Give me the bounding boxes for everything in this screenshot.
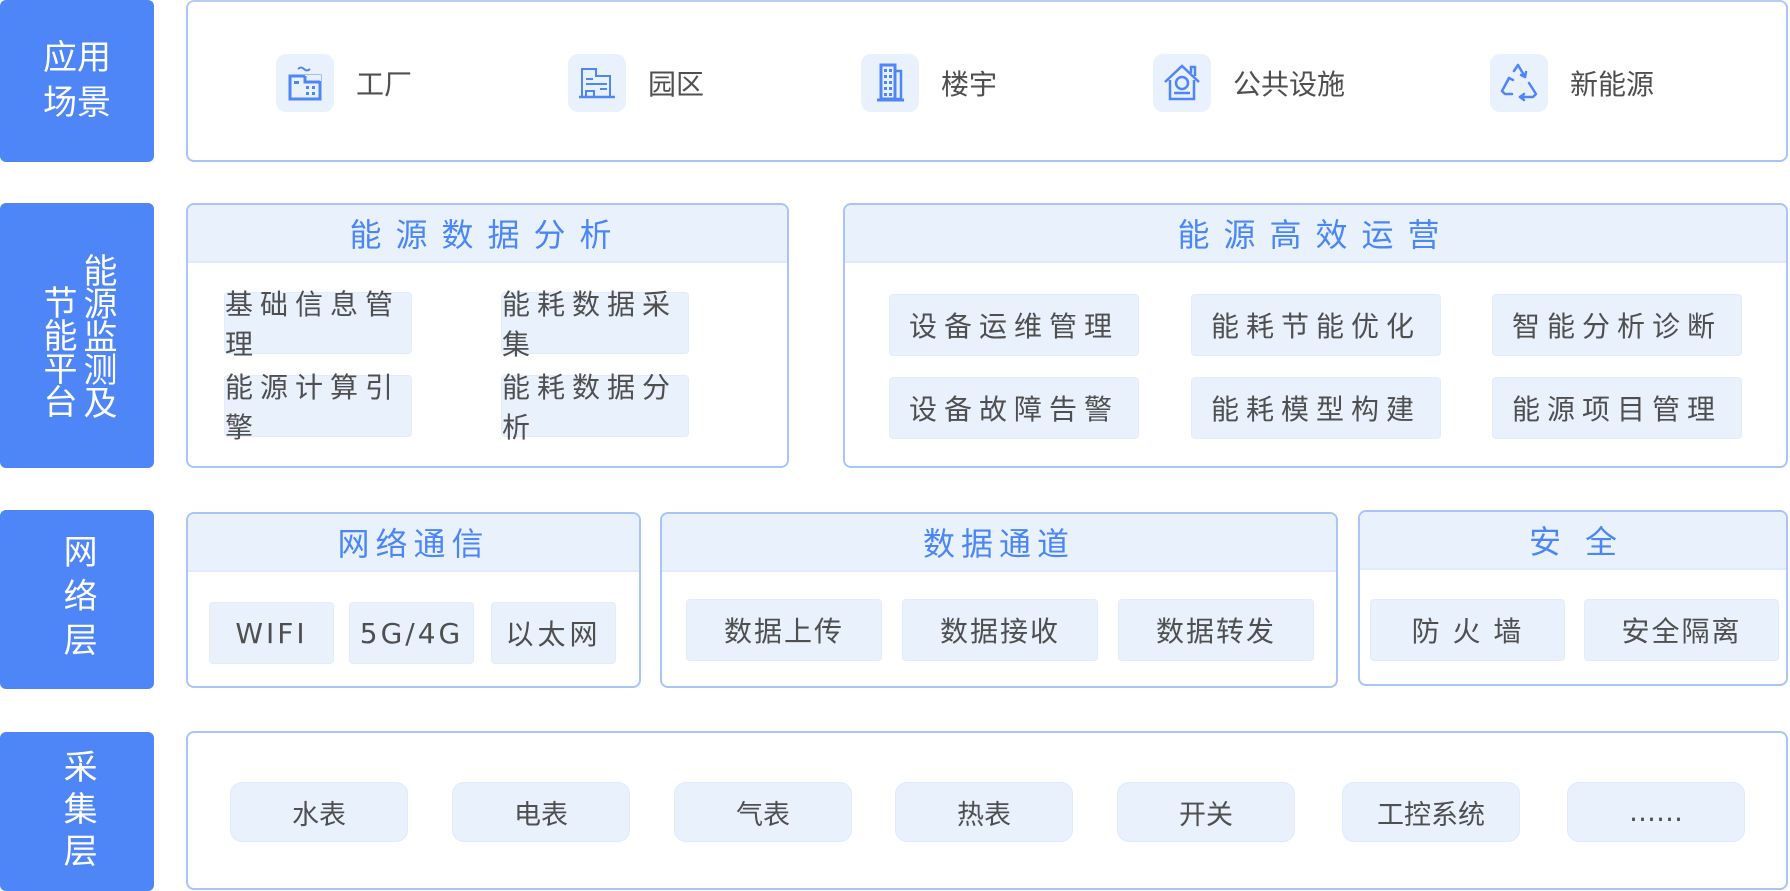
scene-label: 新能源: [1570, 68, 1655, 101]
data-channel-panel: 数据通道 数据上传 数据接收 数据转发: [660, 512, 1338, 688]
collection-devices-panel: 水表 电表 气表 热表 开关 工控系统 ……: [186, 731, 1788, 890]
layer-label-collection: 采集层: [0, 732, 154, 891]
scene-park[interactable]: 园区: [568, 54, 704, 112]
security-chip-label: 安全隔离: [1621, 615, 1742, 648]
panel-title: 网络通信: [337, 525, 490, 563]
module-chip-label: 基础信息管理: [225, 288, 401, 361]
module-chip-label: 能耗数据分析: [502, 371, 678, 444]
scene-factory[interactable]: 工厂: [276, 54, 412, 112]
device-label: ……: [1629, 796, 1683, 828]
layer-label-application-text: 应用场景: [43, 38, 111, 123]
module-chip[interactable]: 能源项目管理: [1493, 378, 1741, 438]
module-chip[interactable]: 能耗模型构建: [1192, 378, 1440, 438]
device-label: 工控系统: [1377, 799, 1485, 831]
panel-title: 安全: [1528, 523, 1641, 561]
device-pill[interactable]: 开关: [1117, 782, 1295, 842]
security-chip[interactable]: 防 火 墙: [1371, 600, 1564, 660]
module-chip-label: 能源项目管理: [1511, 393, 1722, 426]
module-chip-label: 能源计算引擎: [225, 371, 401, 444]
module-chip[interactable]: 设备运维管理: [890, 295, 1138, 355]
panel-header: 安全: [1360, 512, 1786, 570]
factory-icon: [276, 54, 334, 112]
panel-title: 能源高效运营: [1177, 216, 1454, 254]
network-chip[interactable]: WIFI: [210, 603, 333, 663]
layer-label-network: 网络层: [0, 510, 154, 689]
module-chip[interactable]: 能耗节能优化: [1192, 295, 1440, 355]
network-chip-label: 以太网: [505, 618, 602, 651]
device-label: 气表: [736, 799, 790, 831]
scene-label: 园区: [648, 68, 705, 101]
energy-data-analysis-panel: 能源数据分析 基础信息管理 能耗数据采集 能源计算引擎 能耗数据分析: [186, 203, 789, 468]
module-chip[interactable]: 能耗数据分析: [502, 371, 688, 444]
security-chip[interactable]: 安全隔离: [1585, 600, 1778, 660]
network-communication-panel: 网络通信 WIFI 5G/4G 以太网: [186, 512, 641, 688]
energy-efficient-operations-panel: 能源高效运营 设备运维管理 能耗节能优化 智能分析诊断 设备故障告警 能耗模型构…: [843, 203, 1788, 468]
device-label: 热表: [957, 799, 1011, 831]
layer-label-collection-text: 采集层: [57, 748, 98, 875]
panel-title: 能源数据分析: [349, 216, 626, 254]
security-chip-label: 防 火 墙: [1411, 615, 1524, 648]
network-chip-label: 5G/4G: [359, 616, 464, 650]
device-pill[interactable]: 水表: [230, 782, 408, 842]
device-label: 电表: [514, 799, 568, 831]
panel-header: 能源数据分析: [188, 205, 787, 263]
device-pill[interactable]: 气表: [674, 782, 852, 842]
module-chip-label: 能耗模型构建: [1210, 393, 1421, 426]
data-channel-chip-label: 数据转发: [1155, 615, 1276, 648]
module-chip[interactable]: 能源计算引擎: [225, 371, 411, 444]
module-chip-label: 智能分析诊断: [1511, 310, 1722, 343]
module-chip[interactable]: 设备故障告警: [890, 378, 1138, 438]
layer-label-platform: 能源监测及 节能平台: [0, 203, 154, 468]
network-chip[interactable]: 5G/4G: [350, 603, 473, 663]
data-channel-chip[interactable]: 数据转发: [1119, 600, 1313, 660]
data-channel-chip[interactable]: 数据上传: [687, 600, 881, 660]
recycle-icon: [1490, 54, 1548, 112]
office-building-icon: [568, 54, 626, 112]
module-chip-label: 能耗数据采集: [502, 288, 678, 361]
panel-title: 数据通道: [922, 525, 1075, 563]
house-icon: [1153, 54, 1211, 112]
panel-header: 数据通道: [662, 514, 1336, 572]
layer-label-platform-col1: 能源监测及: [77, 253, 117, 418]
module-chip[interactable]: 基础信息管理: [225, 288, 411, 361]
scene-label: 楼宇: [941, 68, 998, 101]
data-channel-chip[interactable]: 数据接收: [903, 600, 1097, 660]
network-chip[interactable]: 以太网: [492, 603, 615, 663]
scene-label: 公共设施: [1233, 68, 1346, 101]
scene-building[interactable]: 楼宇: [861, 54, 997, 112]
network-chip-label: WIFI: [235, 616, 308, 650]
application-scenes-panel: 工厂 园区: [186, 0, 1788, 162]
security-panel: 安全 防 火 墙 安全隔离: [1358, 510, 1788, 686]
layer-label-application: 应用场景: [0, 0, 154, 162]
scene-label: 工厂: [356, 68, 413, 101]
device-pill[interactable]: 电表: [452, 782, 630, 842]
device-label: 开关: [1179, 799, 1233, 831]
data-channel-chip-label: 数据接收: [939, 615, 1060, 648]
module-chip-label: 设备运维管理: [908, 310, 1119, 343]
layer-label-platform-col2: 节能平台: [37, 284, 77, 417]
module-chip[interactable]: 能耗数据采集: [502, 288, 688, 361]
scene-new-energy[interactable]: 新能源: [1490, 54, 1654, 112]
device-pill[interactable]: ……: [1567, 782, 1745, 842]
panel-header: 能源高效运营: [845, 205, 1786, 263]
scene-public-facilities[interactable]: 公共设施: [1153, 54, 1345, 112]
device-pill[interactable]: 热表: [895, 782, 1073, 842]
data-channel-chip-label: 数据上传: [723, 615, 844, 648]
module-chip-label: 能耗节能优化: [1210, 310, 1421, 343]
panel-header: 网络通信: [188, 514, 639, 572]
device-label: 水表: [292, 799, 346, 831]
tower-building-icon: [861, 54, 919, 112]
device-pill[interactable]: 工控系统: [1342, 782, 1520, 842]
module-chip-label: 设备故障告警: [908, 393, 1119, 426]
module-chip[interactable]: 智能分析诊断: [1493, 295, 1741, 355]
layer-label-network-text: 网络层: [57, 533, 98, 666]
